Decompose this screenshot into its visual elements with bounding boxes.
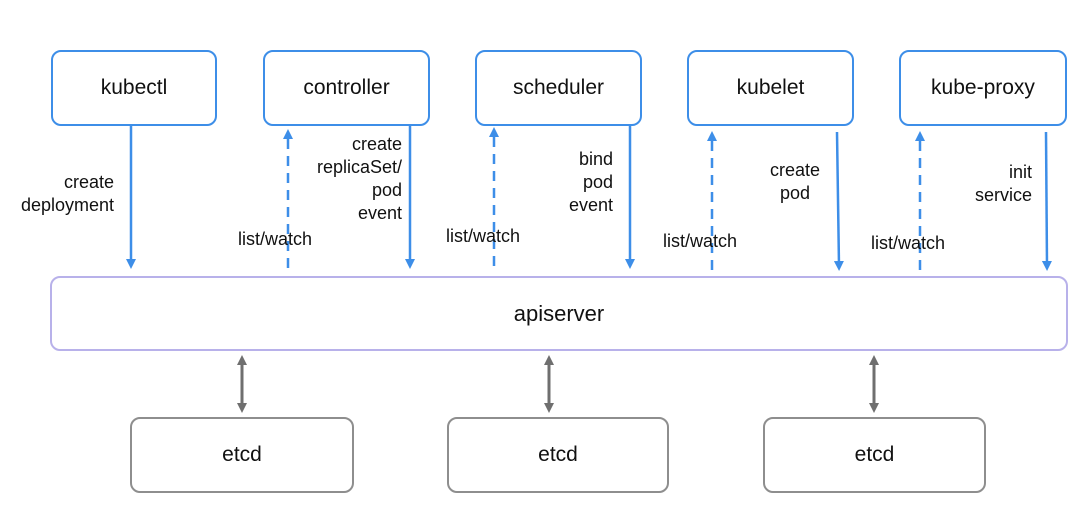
label-scheduler-list-watch: list/watch [446,226,521,246]
label-scheduler-bind: bind pod event [568,149,613,215]
etcd-label: etcd [854,443,895,466]
label-kubelet-create-pod: create pod [769,160,821,203]
etcd-label: etcd [538,443,578,466]
controller-label: controller [303,76,390,99]
arrow-kube-proxy-init-service [1041,131,1052,271]
label-kube-proxy-init-service: init service [974,162,1032,205]
kubectl-label: kubectl [100,76,168,99]
apiserver-label: apiserver [513,300,605,326]
kube-proxy-label: kube-proxy [931,76,1035,99]
etcd-box-3: etcd [763,417,986,493]
kubelet-box: kubelet [687,50,854,126]
label-controller-list-watch: list/watch [238,229,313,249]
kubectl-box: kubectl [51,50,217,126]
scheduler-box: scheduler [475,50,642,126]
label-controller-create: create replicaSet/ pod event [316,134,402,223]
arrow-kubelet-create-pod [833,131,844,271]
kube-proxy-box: kube-proxy [899,50,1067,126]
label-create-deployment: create deployment [20,172,114,215]
etcd-box-2: etcd [447,417,669,493]
controller-box: controller [263,50,430,126]
label-kube-proxy-list-watch: list/watch [871,233,946,253]
etcd-box-1: etcd [130,417,354,493]
kubelet-label: kubelet [736,76,805,99]
label-kubelet-list-watch: list/watch [663,231,738,251]
scheduler-label: scheduler [512,76,605,99]
etcd-label: etcd [222,443,262,466]
apiserver-box: apiserver [50,276,1068,351]
